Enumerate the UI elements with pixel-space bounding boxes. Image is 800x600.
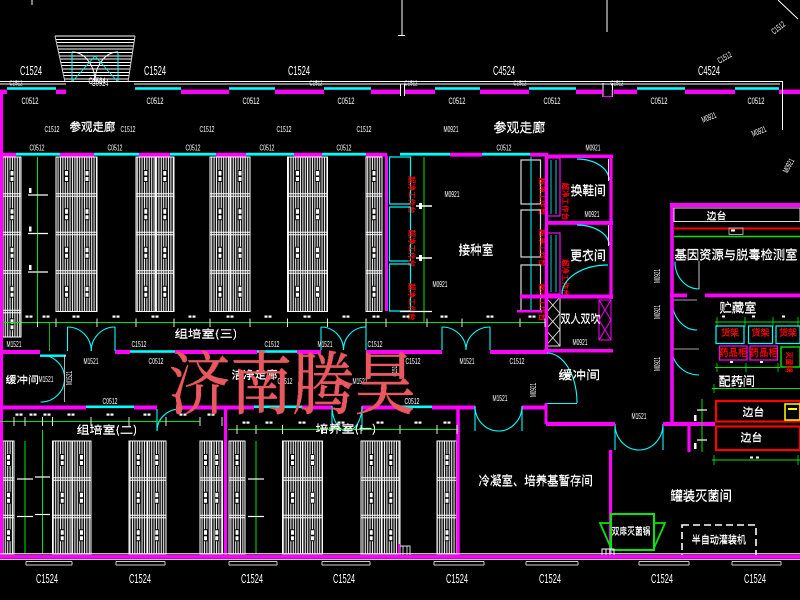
svg-text:C0512: C0512: [497, 143, 512, 153]
svg-text:C1512: C1512: [357, 124, 372, 134]
svg-text:M0921: M0921: [444, 124, 459, 134]
svg-text:C0512: C0512: [186, 143, 201, 153]
svg-text:M1521: M1521: [353, 376, 368, 386]
svg-text:C1512: C1512: [132, 339, 147, 349]
svg-text:M1521: M1521: [7, 339, 22, 349]
svg-text:C1512: C1512: [611, 79, 624, 88]
svg-text:C1524: C1524: [129, 572, 151, 586]
svg-text:M0921: M0921: [433, 279, 448, 289]
svg-text:M0921: M0921: [653, 269, 662, 283]
svg-text:C0512: C0512: [243, 96, 260, 107]
svg-text:C1524: C1524: [539, 572, 561, 586]
svg-text:M1521: M1521: [493, 393, 508, 403]
svg-text:M0921: M0921: [573, 337, 588, 347]
svg-text:C1512: C1512: [10, 79, 23, 88]
svg-text:C1512: C1512: [406, 356, 421, 366]
svg-text:C1512: C1512: [265, 339, 280, 349]
svg-text:C1524: C1524: [20, 64, 42, 78]
svg-text:C0512: C0512: [337, 143, 352, 153]
svg-text:C1512: C1512: [277, 124, 292, 134]
svg-text:C1512: C1512: [45, 124, 60, 134]
svg-text:M1521: M1521: [632, 411, 647, 421]
svg-text:M1521: M1521: [65, 371, 74, 385]
svg-text:M0921: M0921: [585, 209, 600, 219]
svg-text:C1524: C1524: [89, 76, 106, 87]
svg-text:C1512: C1512: [390, 364, 399, 377]
svg-text:C1524: C1524: [144, 64, 166, 78]
svg-text:C0512: C0512: [651, 96, 668, 107]
svg-text:M0921: M0921: [653, 305, 662, 319]
svg-text:C0512: C0512: [449, 96, 466, 107]
svg-text:C0512: C0512: [147, 96, 164, 107]
svg-text:C0512: C0512: [260, 143, 275, 153]
svg-text:M1521: M1521: [39, 374, 54, 384]
svg-text:C1512: C1512: [514, 79, 527, 88]
svg-text:C1512: C1512: [310, 79, 323, 88]
svg-text:M0921: M0921: [445, 189, 460, 199]
svg-text:C0512: C0512: [30, 143, 45, 153]
svg-text:C1512: C1512: [121, 124, 136, 134]
svg-text:C4524: C4524: [493, 64, 515, 78]
svg-text:M1521: M1521: [460, 356, 475, 366]
svg-text:C1524: C1524: [744, 572, 766, 586]
svg-text:C1524: C1524: [651, 572, 673, 586]
svg-text:C0512: C0512: [108, 143, 123, 153]
svg-text:C1512: C1512: [200, 124, 215, 134]
svg-text:M1521: M1521: [318, 339, 333, 349]
svg-text:C1524: C1524: [36, 572, 58, 586]
svg-text:C1512: C1512: [368, 339, 383, 349]
svg-text:M0921: M0921: [529, 383, 538, 397]
svg-text:C0512: C0512: [149, 356, 164, 366]
svg-text:C0512: C0512: [103, 396, 118, 406]
svg-text:M0921: M0921: [653, 357, 662, 371]
svg-text:C1524: C1524: [333, 572, 355, 586]
svg-text:M1521: M1521: [84, 356, 99, 366]
svg-text:C0924: C0924: [92, 78, 109, 89]
svg-text:C1512: C1512: [278, 376, 293, 386]
svg-text:C0512: C0512: [22, 96, 39, 107]
svg-text:M0921: M0921: [586, 143, 601, 153]
svg-text:C1524: C1524: [288, 64, 310, 78]
svg-text:C4524: C4524: [698, 64, 720, 78]
svg-text:C0512: C0512: [544, 96, 561, 107]
svg-text:C1524: C1524: [446, 572, 468, 586]
svg-text:C1524: C1524: [241, 572, 263, 586]
svg-text:C0512: C0512: [338, 96, 355, 107]
svg-text:C0512: C0512: [405, 396, 420, 406]
svg-text:C1512: C1512: [510, 356, 525, 366]
svg-text:C1512: C1512: [405, 79, 418, 88]
svg-text:C0512: C0512: [748, 96, 765, 107]
